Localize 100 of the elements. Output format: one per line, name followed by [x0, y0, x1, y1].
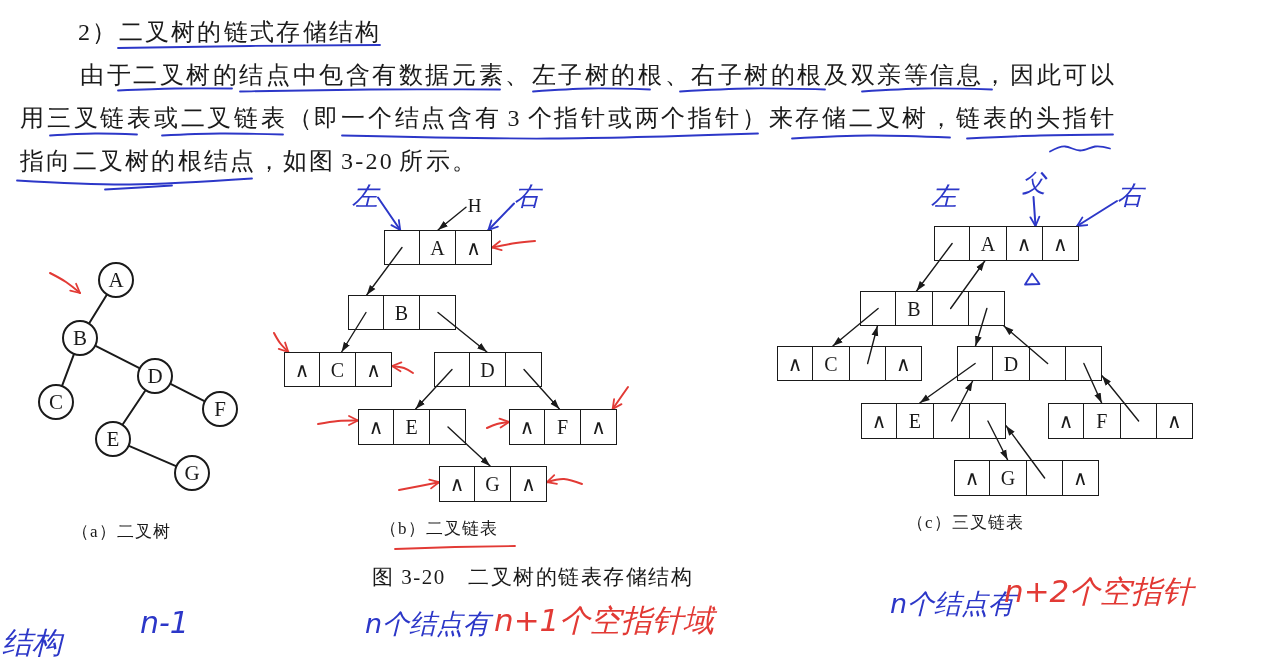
pointer-arrow	[866, 325, 879, 365]
field-text: D	[1003, 353, 1019, 374]
pointer-arrow	[437, 206, 467, 231]
list-field	[1042, 226, 1079, 261]
field-text: ∧	[787, 353, 803, 374]
list-field	[896, 291, 933, 326]
field-text: ∧	[521, 474, 536, 494]
field-text: ∧	[1058, 411, 1074, 431]
list-field	[470, 352, 506, 387]
field-text: F	[1096, 411, 1108, 431]
pointer-arrow	[950, 380, 974, 422]
figure-caption: 图 3-20 二叉树的链表存储结构	[372, 565, 694, 589]
list-field	[1156, 403, 1193, 439]
pointer-field	[957, 346, 994, 381]
pointer-field	[933, 403, 970, 439]
list-field	[1048, 403, 1085, 439]
handwritten-arrow	[1029, 196, 1041, 227]
list-field	[320, 352, 356, 387]
node-letter: C	[49, 391, 63, 413]
node-letter: F	[214, 398, 226, 420]
handwritten-arrow	[391, 361, 414, 374]
handwritten-arrow	[487, 202, 515, 231]
tree-node-circle	[202, 391, 238, 427]
handwritten-note: n-1	[140, 606, 189, 641]
subfigure-caption: （b）二叉链表	[380, 519, 498, 539]
handwritten-arrow	[317, 415, 359, 426]
handwritten-arrow	[486, 417, 510, 429]
list-field	[358, 409, 394, 445]
field-text: ∧	[591, 417, 606, 437]
section-heading: 2）二叉树的链式存储结构	[78, 19, 382, 45]
tree-edge-line	[122, 390, 146, 425]
subfigure-caption: （a）二叉树	[72, 522, 171, 542]
field-text: ∧	[294, 359, 310, 380]
pointer-arrow	[915, 242, 953, 292]
tree-edge-line	[88, 294, 108, 324]
field-text: ∧	[368, 417, 384, 437]
list-field	[897, 403, 934, 439]
field-text: D	[480, 359, 495, 380]
pointer-arrow	[1005, 425, 1046, 479]
field-text: C	[824, 353, 838, 374]
list-field	[1006, 226, 1043, 261]
handwritten-arrow	[273, 332, 290, 353]
field-text: E	[405, 417, 418, 437]
node-letter: A	[108, 269, 124, 291]
pointer-field	[969, 403, 1006, 439]
pointer-field	[384, 230, 420, 265]
tree-node-circle	[62, 320, 98, 356]
field-text: E	[908, 411, 921, 431]
field-text: G	[485, 474, 500, 494]
field-text: ∧	[1167, 411, 1182, 431]
node-letter: B	[73, 327, 87, 349]
pointer-field	[1065, 346, 1102, 381]
list-field	[990, 460, 1027, 496]
tree-node-circle	[95, 421, 131, 457]
field-text: A	[980, 233, 996, 254]
list-field	[970, 226, 1007, 261]
pointer-arrow	[1083, 362, 1103, 404]
field-text: A	[430, 237, 445, 258]
tree-node-circle	[174, 455, 210, 491]
list-field	[439, 466, 475, 502]
head-pointer-label: H	[467, 195, 482, 215]
pointer-arrow	[919, 362, 976, 404]
list-field	[885, 346, 922, 381]
handwritten-arrow	[398, 478, 440, 491]
pointer-arrow	[340, 311, 367, 353]
pointer-arrow	[447, 426, 491, 467]
list-field	[284, 352, 320, 387]
pointer-field	[348, 295, 384, 330]
list-field	[509, 409, 545, 445]
field-text: ∧	[1053, 233, 1068, 254]
node-letter: D	[147, 365, 163, 387]
tree-node-circle	[38, 384, 74, 420]
pointer-field	[1026, 460, 1063, 496]
subfigure-caption: （c）三叉链表	[907, 513, 1024, 533]
list-field	[1084, 403, 1121, 439]
pointer-field	[1120, 403, 1157, 439]
list-field	[777, 346, 814, 381]
handwritten-arrow	[546, 474, 583, 485]
list-field	[581, 409, 617, 445]
field-text: ∧	[964, 468, 980, 488]
field-text: ∧	[466, 237, 481, 258]
pointer-field	[434, 352, 470, 387]
field-text: ∧	[449, 474, 465, 494]
tree-edge-line	[95, 345, 140, 369]
field-text: ∧	[366, 359, 381, 380]
pointer-arrow	[987, 420, 1009, 461]
list-field	[475, 466, 511, 502]
pointer-arrow	[437, 311, 488, 353]
field-text: ∧	[519, 417, 535, 437]
pointer-field	[420, 295, 456, 330]
field-text: B	[394, 302, 409, 323]
field-text: G	[1000, 468, 1016, 488]
pointer-arrow	[832, 307, 879, 347]
pointer-field	[932, 291, 969, 326]
field-text: B	[907, 298, 921, 319]
pointer-arrow	[414, 368, 453, 410]
list-field	[420, 230, 456, 265]
list-field	[456, 230, 492, 265]
pointer-arrow	[949, 260, 986, 310]
field-text: ∧	[1073, 468, 1088, 488]
